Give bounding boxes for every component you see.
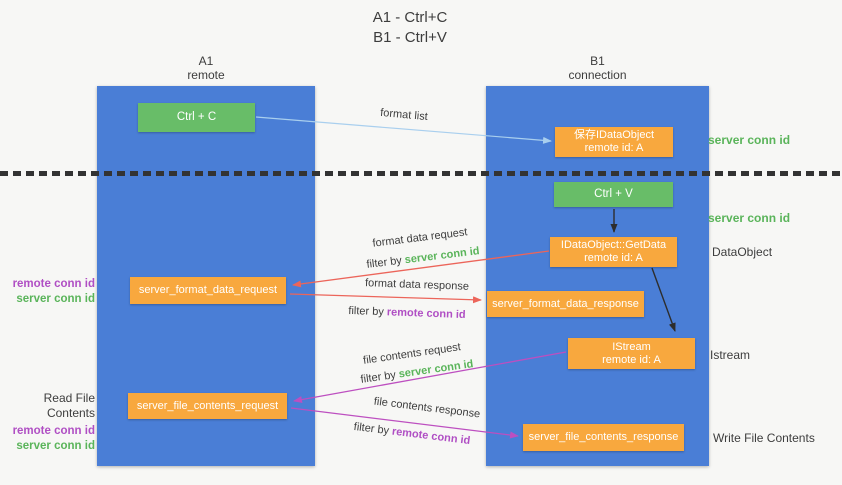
node-idataobject-getdata: IDataObject::GetData remote id: A <box>550 237 677 267</box>
lane-b1-subtitle: connection <box>568 68 627 82</box>
node-ctrl-v-label: Ctrl + V <box>594 188 633 200</box>
node-file-request-label: server_file_contents_request <box>136 399 279 412</box>
node-ctrl-v: Ctrl + V <box>554 182 673 207</box>
node-server-format-data-response: server_format_data_response <box>487 291 644 317</box>
node-format-response-label: server_format_data_response <box>492 297 639 310</box>
filter-prefix-3: filter by <box>359 369 397 386</box>
node-ctrl-c-label: Ctrl + C <box>176 111 217 123</box>
annotation-remote-conn-id-2: remote conn id <box>12 425 95 437</box>
node-istream-line2: remote id: A <box>602 353 661 366</box>
node-save-idataobject-line1: 保存IDataObject <box>573 129 655 141</box>
node-istream-line1: IStream <box>612 340 651 353</box>
annotation-server-conn-id-2: server conn id <box>16 440 95 452</box>
annotation-write-file-contents: Write File Contents <box>713 431 815 445</box>
annotation-server-conn-id-mid: server conn id <box>708 211 791 225</box>
lane-header-a1: A1 remote <box>97 54 315 82</box>
node-istream: IStream remote id: A <box>568 338 695 369</box>
format-data-response-arrow <box>289 293 482 304</box>
filter-key-2: remote conn id <box>386 306 466 322</box>
annotation-read-file-contents: Read File Contents <box>43 391 95 420</box>
label-format-list: format list <box>379 106 429 124</box>
annotation-dataobject: DataObject <box>712 245 773 259</box>
annotation-block-conn-ids-1: remote conn id server conn id <box>0 277 95 307</box>
filter-key-4: remote conn id <box>391 425 471 448</box>
lane-a1-subtitle: remote <box>187 68 225 82</box>
annotation-server-conn-id-top: server conn id <box>708 133 791 147</box>
node-getdata-line2: remote id: A <box>584 252 643 264</box>
filter-prefix-2: filter by <box>348 304 385 319</box>
label-file-contents-response: file contents response <box>373 395 481 421</box>
node-server-format-data-request: server_format_data_request <box>130 277 286 304</box>
node-format-request-label: server_format_data_request <box>138 284 278 296</box>
annotation-block-read-file: Read File Contents remote conn id server… <box>0 391 95 454</box>
node-save-idataobject: 保存IDataObject remote id: A <box>555 127 673 157</box>
lane-a1-title: A1 <box>198 54 214 68</box>
title-line-1: A1 - Ctrl+C <box>372 9 448 26</box>
annotation-remote-conn-id-1: remote conn id <box>12 278 95 290</box>
label-format-data-response: format data response <box>364 277 470 293</box>
filter-prefix-4: filter by <box>353 420 390 438</box>
node-save-idataobject-line2: remote id: A <box>584 142 644 154</box>
diagram-title: A1 - Ctrl+C B1 - Ctrl+V <box>0 8 820 48</box>
filter-prefix-1: filter by <box>365 254 403 271</box>
annotation-istream: Istream <box>710 348 751 362</box>
filter-key-3: server conn id <box>397 358 475 381</box>
annotation-server-conn-id-1: server conn id <box>16 293 95 305</box>
title-line-2: B1 - Ctrl+V <box>373 29 447 46</box>
filter-key-1: server conn id <box>404 245 481 267</box>
node-file-response-label: server_file_contents_response <box>528 431 679 443</box>
machine-boundary-dotted-line <box>0 171 842 176</box>
node-server-file-contents-response: server_file_contents_response <box>523 424 684 451</box>
label-format-data-request: format data request <box>371 226 469 250</box>
node-server-file-contents-request: server_file_contents_request <box>128 393 287 419</box>
node-ctrl-c: Ctrl + C <box>138 103 255 132</box>
node-getdata-line1: IDataObject::GetData <box>560 239 667 251</box>
lane-b1-title: B1 <box>590 54 605 68</box>
lane-header-b1: B1 connection <box>486 54 709 82</box>
